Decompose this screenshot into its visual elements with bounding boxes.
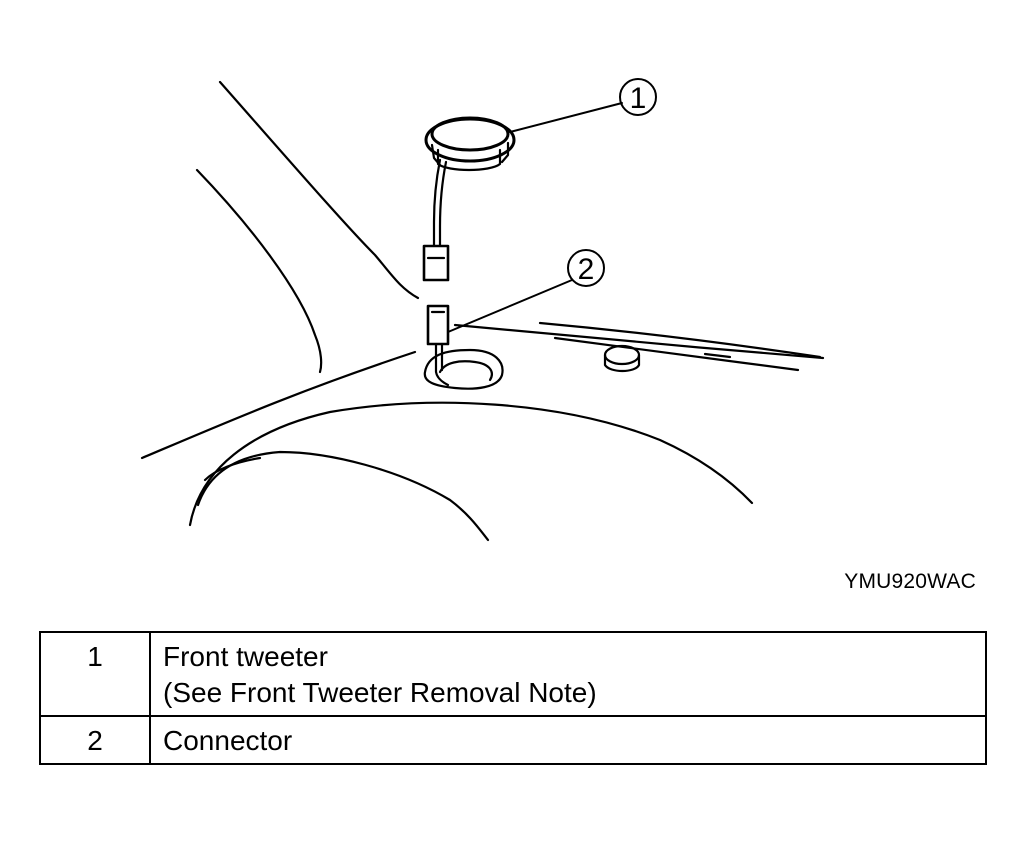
dashboard-dash-segment: [703, 352, 732, 359]
dash-clip-top: [603, 344, 641, 366]
tweeter-connector: [422, 244, 450, 282]
legend-description-line: Connector: [163, 725, 293, 756]
callout-2-label: 2: [578, 253, 595, 286]
legend-description-line: (See Front Tweeter Removal Note): [163, 677, 597, 708]
dashboard-lower-groove: [553, 336, 800, 372]
callout-2-leader: [447, 279, 573, 333]
tweeter-wire: [432, 158, 442, 247]
dashboard-top-line: [140, 350, 417, 460]
callout-1-leader: [509, 102, 623, 133]
tweeter-hole-rim: [423, 348, 504, 390]
tweeter-hole-inner: [438, 360, 493, 382]
vehicle-connector: [426, 304, 450, 346]
legend-row: 1 Front tweeter (See Front Tweeter Remov…: [39, 631, 987, 717]
legend-row: 2 Connector: [39, 715, 987, 765]
legend-description: Connector: [149, 715, 987, 765]
tweeter-clip-right: [500, 141, 510, 164]
dash-clip-body: [603, 353, 641, 373]
legend-number: 1: [39, 631, 151, 717]
dashboard-groove-line: [538, 321, 822, 359]
dash-panel-curve-small: [203, 456, 262, 482]
pillar-inner-edge: [195, 168, 323, 374]
legend-number: 2: [39, 715, 151, 765]
dash-panel-curve-inner: [196, 450, 490, 542]
tweeter-wire-2: [438, 160, 448, 247]
dash-panel-curve-outer: [188, 401, 754, 527]
tweeter-removal-illustration: 1 2: [140, 78, 825, 542]
callout-2-circle: [567, 249, 605, 287]
vehicle-connector-wire: [434, 342, 450, 387]
legend-description-line: Front tweeter: [163, 641, 328, 672]
legend-table: 1 Front tweeter (See Front Tweeter Remov…: [39, 631, 987, 765]
dashboard-front-line: [453, 323, 825, 360]
callout-1-circle: [619, 78, 657, 116]
callout-1-label: 1: [630, 82, 647, 115]
figure-code: YMU920WAC: [844, 570, 976, 593]
pillar-outer-edge: [218, 80, 420, 300]
legend-description: Front tweeter (See Front Tweeter Removal…: [149, 631, 987, 717]
tweeter-clip-left: [430, 143, 442, 167]
tweeter-rim: [424, 117, 516, 163]
